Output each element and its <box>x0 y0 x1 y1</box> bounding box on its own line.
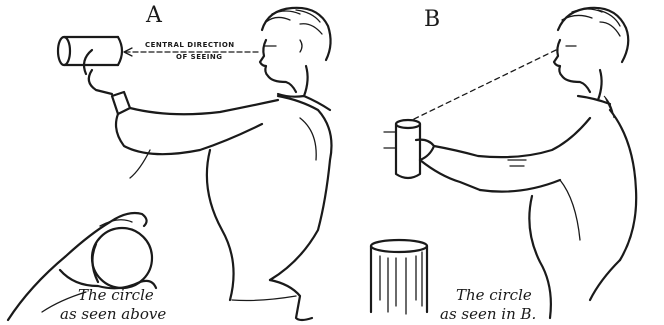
caption-a: The circle as seen above <box>60 286 166 323</box>
line-of-sight-b <box>412 50 556 120</box>
caption-a-line2: as seen above <box>60 305 166 323</box>
line-of-sight-arrow: CENTRAL DIRECTION OF SEEING <box>124 41 258 61</box>
caption-b: The circle as seen in B. <box>440 286 536 323</box>
figure-a-label: A <box>145 3 163 28</box>
caption-b-line2: as seen in B. <box>440 305 536 323</box>
figure-b: B <box>371 7 636 323</box>
figure-b-label: B <box>424 7 440 32</box>
arrow-label-line2: OF SEEING <box>176 53 222 61</box>
caption-a-line1: The circle <box>78 286 154 304</box>
cylinder-side-view <box>371 240 427 314</box>
figure-a: A CENTRAL DIRECTION OF SEEING <box>8 3 332 323</box>
woman-head-b <box>554 8 628 118</box>
cylinder-b <box>384 120 434 178</box>
arrow-label-line1: CENTRAL DIRECTION <box>145 41 235 49</box>
caption-b-line1: The circle <box>456 286 532 304</box>
circle-disc <box>92 228 152 288</box>
woman-head-a <box>260 8 331 110</box>
